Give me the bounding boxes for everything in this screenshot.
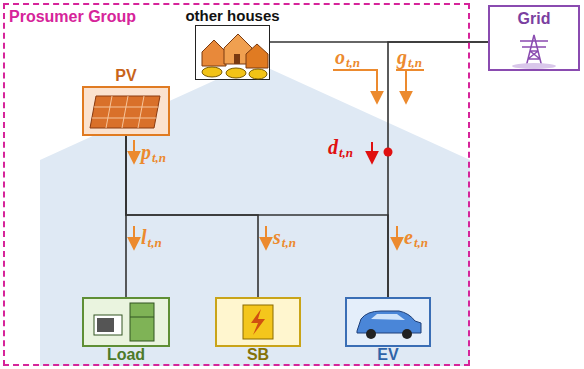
- flow-arrow: [376, 70, 378, 102]
- ev-icon: [347, 299, 429, 345]
- variable-subscript: t,n: [282, 235, 296, 251]
- flow-arrows: [134, 70, 424, 248]
- ev-box: EV: [345, 297, 431, 347]
- variable-subscript: t,n: [414, 235, 428, 251]
- variable-symbol: s: [273, 226, 281, 249]
- variable-symbol: e: [404, 226, 413, 249]
- variable-symbol: g: [397, 46, 407, 69]
- houses-icon: [196, 26, 271, 81]
- battery-box: SB: [215, 297, 301, 347]
- measure-point: [384, 148, 393, 157]
- node-title: EV: [377, 346, 398, 364]
- node-title: Load: [107, 346, 145, 364]
- flow-arrow: [405, 70, 407, 102]
- load-icon: [84, 299, 168, 345]
- node-title: SB: [247, 346, 269, 364]
- grid-box: Grid: [488, 5, 580, 71]
- houses-box: other houses: [195, 25, 270, 80]
- variable-symbol: d: [328, 136, 338, 159]
- power-line: [388, 42, 488, 297]
- flow-arrow: [396, 226, 398, 248]
- variable-subscript: t,n: [148, 235, 162, 251]
- node-title: other houses: [185, 7, 279, 24]
- node-title: PV: [115, 67, 136, 85]
- variable-symbol: p: [141, 141, 151, 164]
- variable-subscript: t,n: [339, 145, 353, 161]
- house-silhouette: [40, 62, 470, 366]
- power-line: [126, 136, 258, 297]
- variable-subscript: t,n: [346, 55, 360, 71]
- connectors: [126, 42, 488, 297]
- grid-icon: [490, 33, 578, 69]
- node-title: Prosumer Group: [9, 8, 136, 26]
- pv-box: PV: [82, 86, 170, 136]
- flow-arrow: [371, 142, 373, 162]
- flow-arrow: [265, 226, 267, 248]
- power-line: [126, 136, 388, 297]
- sb-icon: [217, 299, 299, 345]
- flow-arrow: [133, 140, 135, 162]
- variable-symbol: o: [335, 46, 345, 69]
- flow-arrow: [133, 226, 135, 248]
- load-box: Load: [82, 297, 170, 347]
- node-title: Grid: [518, 10, 551, 28]
- variable-symbol: l: [141, 226, 147, 249]
- variable-subscript: t,n: [152, 150, 166, 166]
- pv-icon: [84, 88, 168, 134]
- variable-subscript: t,n: [408, 55, 422, 71]
